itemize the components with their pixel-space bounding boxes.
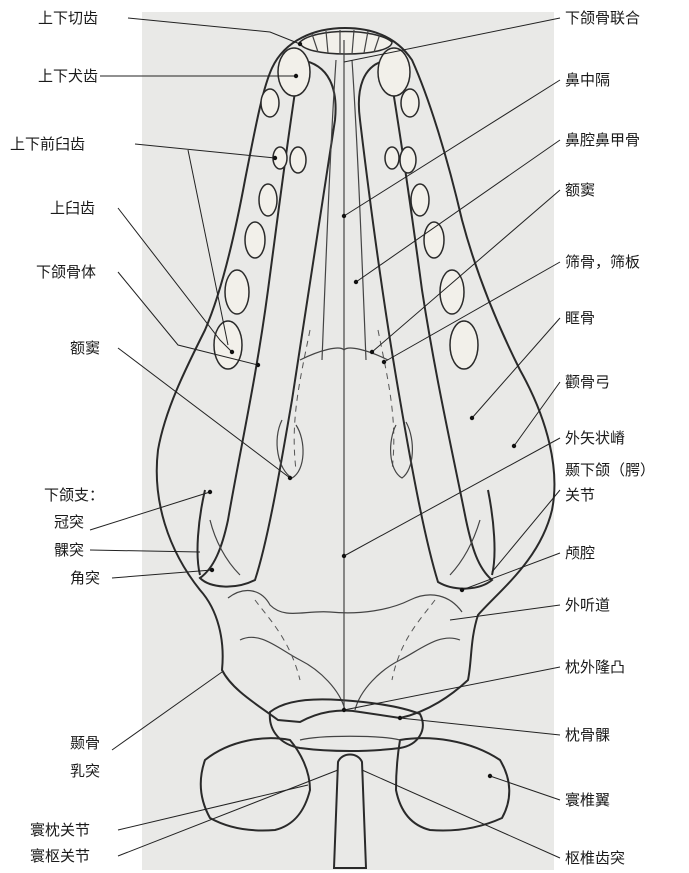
label-external-acoustic-meatus: 外听道 — [565, 596, 610, 614]
label-ethmoid-cribriform: 筛骨，筛板 — [565, 253, 640, 271]
label-dens-of-axis: 枢椎齿突 — [565, 849, 625, 867]
label-condylar-process: 髁突 — [54, 541, 84, 559]
labels-left: 上下切齿 上下犬齿 上下前臼齿 上臼齿 下颌骨体 额窦 下颌支： 冠突 髁突 角… — [10, 9, 104, 865]
label-atlanto-axial-joint: 寰枢关节 — [30, 847, 90, 865]
label-temporal-bone: 颞骨 — [70, 734, 100, 752]
label-coronoid-process: 冠突 — [54, 513, 84, 531]
label-mandibular-symphysis: 下颌骨联合 — [565, 9, 640, 27]
label-orbital-bone: 眶骨 — [565, 309, 595, 327]
label-mandible-body: 下颌骨体 — [36, 263, 96, 281]
label-canines: 上下犬齿 — [38, 67, 98, 85]
label-temporomandibular: 颞下颌（腭） — [565, 461, 655, 479]
label-atlanto-occipital-joint: 寰枕关节 — [30, 821, 90, 839]
label-upper-molars: 上臼齿 — [50, 199, 95, 217]
label-atlas-wing: 寰椎翼 — [565, 791, 610, 809]
label-mastoid-process: 乳突 — [70, 762, 100, 780]
label-cranial-cavity: 颅腔 — [565, 544, 595, 562]
label-nasal-conchae: 鼻腔鼻甲骨 — [565, 131, 640, 149]
label-zygomatic-arch: 颧骨弓 — [565, 373, 610, 391]
label-occipital-condyle: 枕骨髁 — [565, 726, 610, 744]
labels-right: 下颌骨联合 鼻中隔 鼻腔鼻甲骨 额窦 筛骨，筛板 眶骨 颧骨弓 外矢状嵴 颞下颌… — [565, 9, 655, 867]
label-incisors: 上下切齿 — [38, 9, 98, 27]
label-external-sagittal-crest: 外矢状嵴 — [565, 429, 625, 447]
figure-plate — [142, 12, 554, 870]
label-mandible-ramus: 下颌支： — [44, 486, 104, 504]
label-premolars: 上下前臼齿 — [10, 135, 85, 153]
label-frontal-sinus-left: 额窦 — [70, 339, 100, 357]
label-frontal-sinus-right: 额窦 — [565, 181, 595, 199]
label-nasal-septum: 鼻中隔 — [565, 71, 610, 89]
label-external-occipital-protuberance: 枕外隆凸 — [565, 658, 625, 676]
label-joint: 关节 — [565, 486, 595, 504]
label-angular-process: 角突 — [70, 569, 100, 587]
